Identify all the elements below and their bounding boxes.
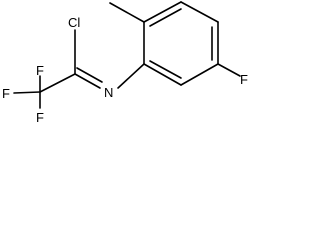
- bond-c-n-2: [76, 67, 103, 83]
- atom-f-left: F: [2, 86, 10, 101]
- bond-ring-2: [143, 1, 182, 23]
- atom-f-ring: F: [240, 72, 248, 87]
- bond-cf3-c: [39, 73, 76, 93]
- bond-ring-5: [180, 63, 219, 86]
- bond-cf3-f-left: [13, 91, 41, 94]
- atom-n: N: [104, 85, 113, 100]
- bond-n-ring: [117, 63, 145, 89]
- bond-methyl: [109, 2, 145, 23]
- bond-ring-inner-1: [149, 8, 182, 27]
- bond-ring-inner-3: [149, 60, 182, 79]
- atom-f-top: F: [36, 63, 44, 78]
- atom-cl: Cl: [68, 15, 80, 30]
- molecule-structure: Cl N F F F F: [2, 1, 248, 125]
- structure-canvas: Cl N F F F F: [0, 0, 257, 133]
- bond-ring-f: [217, 63, 241, 77]
- bond-ring-6: [143, 63, 182, 86]
- atom-f-bottom: F: [36, 110, 44, 125]
- bond-c-n-1: [74, 73, 101, 89]
- bond-ring-3: [180, 1, 219, 23]
